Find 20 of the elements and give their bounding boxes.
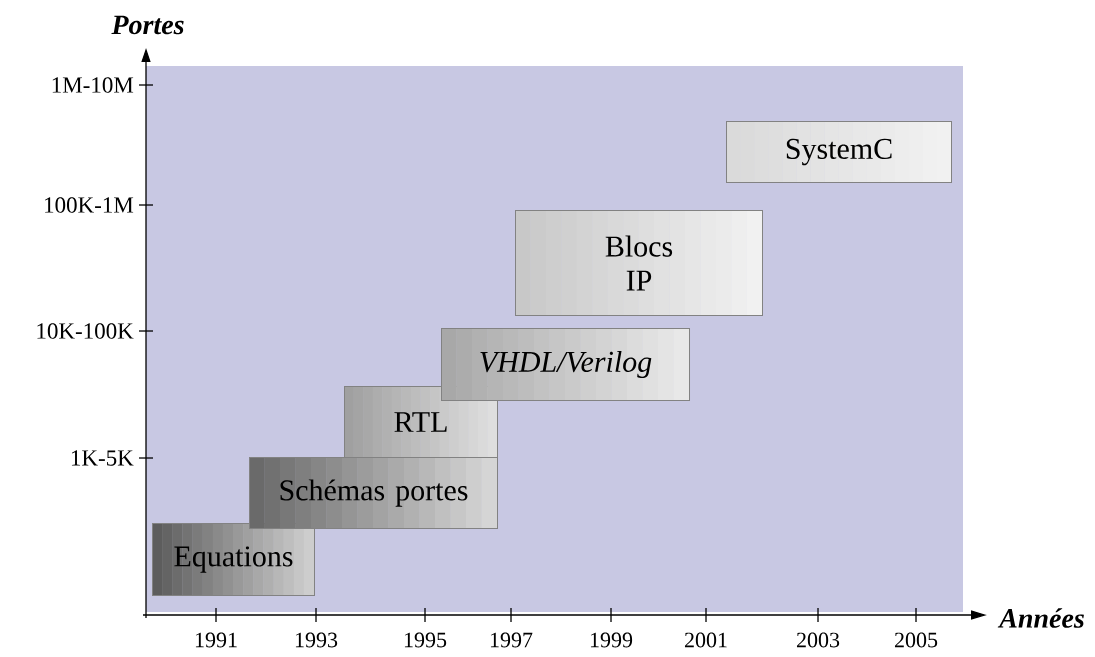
axis-title: Années <box>997 608 1084 628</box>
technology-box: SystemC <box>726 121 952 183</box>
tick-label: 10K-100K <box>37 323 134 339</box>
axis-title: Portes <box>111 15 184 35</box>
tick-label: 2003 <box>797 632 840 648</box>
tick-label: 1997 <box>490 632 533 648</box>
technology-box: Equations <box>152 523 315 596</box>
tick-label: 1999 <box>590 632 633 648</box>
tick-label: 1991 <box>195 632 237 648</box>
tick-label: 1M-10M <box>52 77 134 93</box>
technology-box: RTL <box>344 386 498 458</box>
tick-label: 1K-5K <box>71 450 134 466</box>
tick-label: 2001 <box>685 632 727 648</box>
tick-label: 2005 <box>895 632 938 648</box>
tick-label: 1993 <box>295 632 338 648</box>
technology-box: Schémas portes <box>249 457 498 529</box>
technology-box: Blocs IP <box>515 210 763 316</box>
tick-label: 1995 <box>404 632 447 648</box>
tick-label: 100K-1M <box>45 197 134 213</box>
technology-box: VHDL/Verilog <box>441 328 690 401</box>
